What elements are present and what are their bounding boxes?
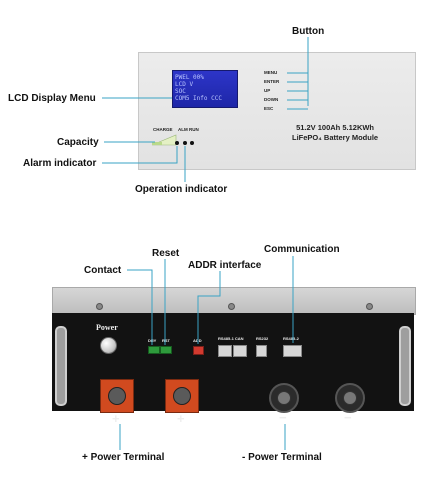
terminal-bolt bbox=[343, 391, 357, 405]
alarm-run-label: ALM RUN bbox=[178, 127, 199, 132]
rs232-port[interactable] bbox=[256, 345, 267, 357]
right-handle bbox=[399, 326, 411, 406]
rst-label: RST bbox=[162, 338, 170, 343]
addr-callout: ADDR interface bbox=[188, 260, 262, 271]
lcd-callout: LCD Display Menu bbox=[8, 93, 96, 104]
capacity-bar bbox=[151, 134, 177, 146]
menu-button-label: MENU bbox=[264, 70, 278, 75]
up-button-label: UP bbox=[264, 88, 271, 93]
communication-callout: Communication bbox=[264, 244, 340, 255]
plus-sign: + bbox=[112, 411, 120, 426]
negative-terminal[interactable] bbox=[335, 383, 365, 413]
minus-sign: − bbox=[279, 410, 287, 425]
led-indicator bbox=[175, 141, 179, 145]
positive-terminal-callout: + Power Terminal bbox=[82, 452, 165, 463]
plus-sign: + bbox=[177, 411, 185, 426]
rs485-1-port[interactable] bbox=[218, 345, 232, 357]
charge-label: CHARGE bbox=[153, 127, 173, 132]
capacity-callout: Capacity bbox=[57, 137, 99, 148]
positive-terminal[interactable] bbox=[100, 379, 134, 413]
screw bbox=[228, 303, 235, 310]
left-handle bbox=[55, 326, 67, 406]
down-button-label: DOWN bbox=[264, 97, 279, 102]
rs485-can-label: RS485-1 CAN bbox=[218, 336, 244, 341]
run-led bbox=[190, 141, 194, 145]
terminal-bolt bbox=[108, 387, 126, 405]
screw bbox=[366, 303, 373, 310]
can-port[interactable] bbox=[233, 345, 247, 357]
terminal-bolt bbox=[173, 387, 191, 405]
battery-lid bbox=[52, 287, 416, 315]
lcd-line: COM5 Info CCC bbox=[175, 95, 222, 102]
lcd-line: LCD V bbox=[175, 81, 194, 88]
minus-sign: − bbox=[344, 410, 352, 425]
rs232-label: RS232 bbox=[256, 336, 269, 341]
positive-terminal[interactable] bbox=[165, 379, 199, 413]
enter-button-label: ENTER bbox=[264, 79, 280, 84]
terminal-bolt bbox=[277, 391, 291, 405]
negative-terminal-callout: - Power Terminal bbox=[242, 452, 322, 463]
dry-contact-port[interactable] bbox=[148, 346, 160, 354]
esc-button-label: ESC bbox=[264, 106, 274, 111]
module-spec: 51.2V 100Ah 5.12KWh bbox=[296, 123, 375, 132]
addr-dip-switch[interactable] bbox=[193, 346, 204, 355]
rs485-2-label: RS485-2 bbox=[283, 336, 299, 341]
reset-button[interactable] bbox=[160, 346, 172, 354]
power-label: Power bbox=[96, 323, 118, 332]
alarm-led bbox=[183, 141, 187, 145]
lcd-display: PWEL 00% LCD V SOC COM5 Info CCC bbox=[172, 70, 238, 108]
dry-label: DRY bbox=[148, 338, 157, 343]
module-type: LiFePO₄ Battery Module bbox=[292, 133, 379, 142]
addr-label: ADD bbox=[193, 338, 202, 343]
power-button[interactable] bbox=[100, 337, 117, 354]
negative-terminal[interactable] bbox=[269, 383, 299, 413]
module-description: 51.2V 100Ah 5.12KWh LiFePO₄ Battery Modu… bbox=[292, 123, 378, 143]
lcd-line: SOC bbox=[175, 88, 186, 95]
screw bbox=[96, 303, 103, 310]
button-callout: Button bbox=[292, 26, 325, 37]
operation-callout: Operation indicator bbox=[135, 184, 228, 195]
lcd-line: PWEL 00% bbox=[175, 74, 204, 81]
reset-callout: Reset bbox=[152, 248, 180, 259]
alarm-callout: Alarm indicator bbox=[23, 158, 97, 169]
contact-callout: Contact bbox=[84, 265, 122, 276]
rs485-2-port[interactable] bbox=[283, 345, 302, 357]
